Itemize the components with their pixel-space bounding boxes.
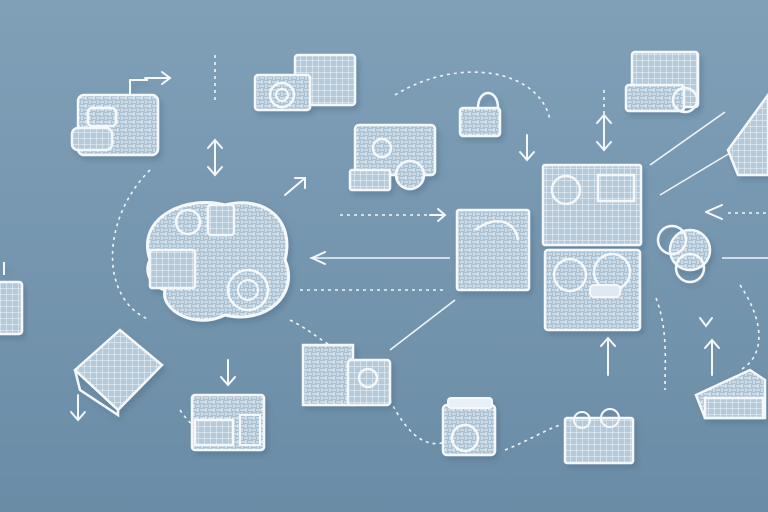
- cabinet-icon: [192, 395, 264, 450]
- cabinet-icon: [626, 52, 698, 112]
- brain-network-icon: [147, 202, 288, 320]
- document-stack-icon: [457, 210, 529, 290]
- printer-icon: [443, 398, 495, 455]
- crate-icon: [565, 409, 633, 463]
